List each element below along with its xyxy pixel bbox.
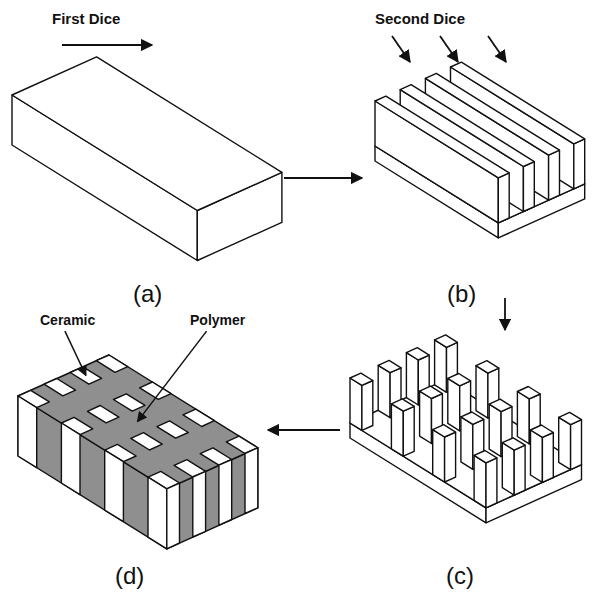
ceramic-post — [531, 425, 554, 437]
ceramic-post — [514, 445, 525, 495]
ceramic-post — [350, 378, 362, 430]
ceramic-post — [474, 455, 486, 507]
ceramic-post — [489, 399, 512, 411]
dice-arrow — [488, 36, 506, 62]
ceramic-rod — [245, 448, 258, 514]
ceramic-post — [559, 412, 582, 424]
ceramic-block — [12, 57, 282, 211]
process-label: First Dice — [52, 10, 120, 27]
ceramic-post — [571, 420, 582, 470]
ceramic-post — [448, 378, 460, 430]
ceramic-fin — [523, 162, 534, 212]
ceramic-post — [433, 425, 456, 437]
ceramic-post — [476, 366, 488, 418]
ceramic-post — [445, 432, 456, 482]
ceramic-rod — [96, 355, 127, 372]
ceramic-post — [502, 443, 514, 495]
ceramic-rod — [148, 477, 167, 549]
ceramic-post — [433, 430, 445, 482]
ceramic-rod — [167, 483, 180, 549]
step-arrow — [268, 429, 340, 431]
ceramic-post — [559, 417, 571, 469]
ceramic-fin — [375, 96, 509, 178]
ceramic-post — [517, 387, 540, 399]
block-figures — [12, 57, 585, 549]
ceramic-post — [502, 438, 525, 450]
ceramic-fin — [498, 173, 509, 223]
ceramic-post — [542, 433, 553, 483]
ceramic-post — [406, 353, 418, 405]
ceramic-rod — [87, 406, 119, 423]
material-label: Polymer — [190, 312, 245, 328]
ceramic-post — [486, 458, 497, 508]
dice-arrow — [392, 36, 410, 62]
ceramic-post — [420, 386, 443, 398]
ceramic-post — [435, 335, 458, 347]
ceramic-rod — [105, 450, 124, 522]
ceramic-rod — [219, 460, 232, 526]
ceramic-post — [350, 373, 373, 385]
dice-arrow — [62, 44, 152, 46]
panel-letter: (b) — [447, 280, 476, 308]
ceramic-post — [476, 361, 499, 373]
ceramic-post — [403, 406, 414, 456]
process-label: Second Dice — [375, 10, 465, 27]
dice-arrow — [440, 36, 458, 62]
ceramic-rod — [44, 379, 75, 396]
ceramic-post — [531, 430, 543, 482]
ceramic-post — [378, 365, 390, 417]
ceramic-post — [448, 374, 471, 386]
ceramic-post — [489, 404, 501, 456]
panel-letter: (c) — [446, 562, 474, 590]
ceramic-post — [461, 417, 473, 469]
leader-arrow — [137, 331, 206, 422]
ceramic-post — [391, 404, 403, 456]
ceramic-rod — [61, 423, 80, 495]
ceramic-rod — [114, 394, 146, 411]
ceramic-rod — [157, 421, 188, 438]
step-arrow — [284, 177, 362, 179]
material-label: Ceramic — [40, 312, 95, 328]
panel-letter: (d) — [115, 562, 144, 590]
ceramic-post — [362, 381, 373, 431]
panel-letter: (a) — [133, 280, 162, 308]
ceramic-rod — [18, 396, 37, 468]
ceramic-post — [378, 360, 401, 372]
ceramic-post — [435, 340, 447, 392]
ceramic-rod — [193, 471, 206, 537]
ceramic-fin — [549, 150, 560, 200]
ceramic-post — [406, 348, 429, 360]
ceramic-rod — [183, 409, 214, 426]
ceramic-post — [474, 451, 497, 463]
ceramic-post — [517, 392, 529, 444]
ceramic-fin — [574, 139, 585, 189]
ceramic-post — [461, 412, 484, 424]
ceramic-rod — [131, 433, 162, 450]
step-arrow — [504, 298, 506, 330]
leader-arrow — [65, 331, 86, 375]
ceramic-post — [391, 399, 414, 411]
ceramic-post — [420, 391, 432, 443]
